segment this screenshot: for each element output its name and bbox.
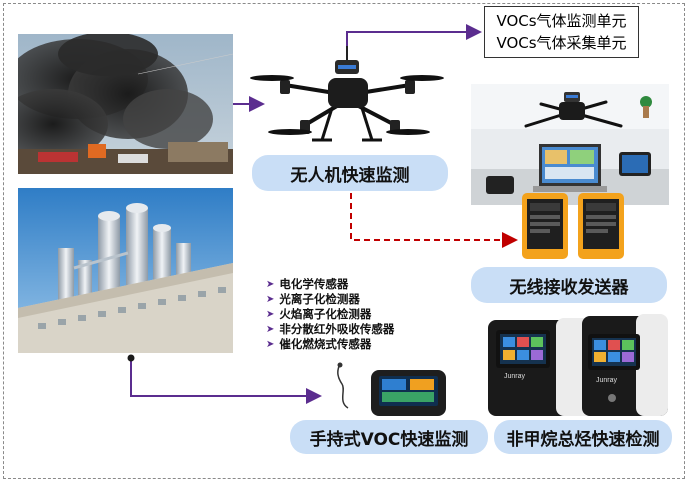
arrow-bullet-icon: ➤	[266, 339, 275, 350]
device-brand-left: Junray	[504, 373, 526, 380]
wireless-transceiver-label: 无线接收发送器	[471, 267, 667, 303]
wireless-transceiver-devices	[522, 193, 624, 259]
smoke-fire-photo	[18, 34, 233, 174]
unit-line-collection: VOCs气体采集单元	[496, 34, 627, 52]
drone-monitoring-label: 无人机快速监测	[252, 155, 448, 191]
sensor-item: ➤光离子化检测器	[266, 292, 360, 306]
sensor-item: ➤非分散红外吸收传感器	[266, 322, 395, 336]
nmhc-detection-label: 非甲烷总烃快速检测	[494, 420, 672, 454]
dashed-frame	[3, 3, 685, 479]
vocs-unit-box: VOCs气体监测单元 VOCs气体采集单元	[484, 6, 639, 58]
handheld-voc-device	[337, 362, 446, 416]
device-brand-right: Junray	[596, 377, 618, 384]
factory-photo	[18, 188, 233, 353]
arrow-drone-to-transceiver	[350, 193, 518, 248]
arrow-bullet-icon: ➤	[266, 309, 275, 320]
sensor-item: ➤催化燃烧式传感器	[266, 337, 372, 351]
arrow-factory-to-handheld	[130, 358, 322, 404]
nmhc-analyzer-devices: Junray Junray	[488, 314, 668, 416]
sensor-list: ➤电化学传感器 ➤光离子化检测器 ➤火焰离子化检测器 ➤非分散红外吸收传感器 ➤…	[266, 277, 394, 352]
arrow-bullet-icon: ➤	[266, 324, 275, 335]
handheld-voc-label: 手持式VOC快速监测	[290, 420, 488, 454]
arrow-bullet-icon: ➤	[266, 279, 275, 290]
drone-laptop-photo	[471, 84, 669, 205]
sensor-item: ➤电化学传感器	[266, 277, 349, 291]
sensor-item: ➤火焰离子化检测器	[266, 307, 372, 321]
arrow-bullet-icon: ➤	[266, 294, 275, 305]
arrow-drone-to-unit	[346, 24, 482, 46]
unit-line-monitoring: VOCs气体监测单元	[496, 12, 627, 30]
drone-image	[250, 45, 444, 142]
